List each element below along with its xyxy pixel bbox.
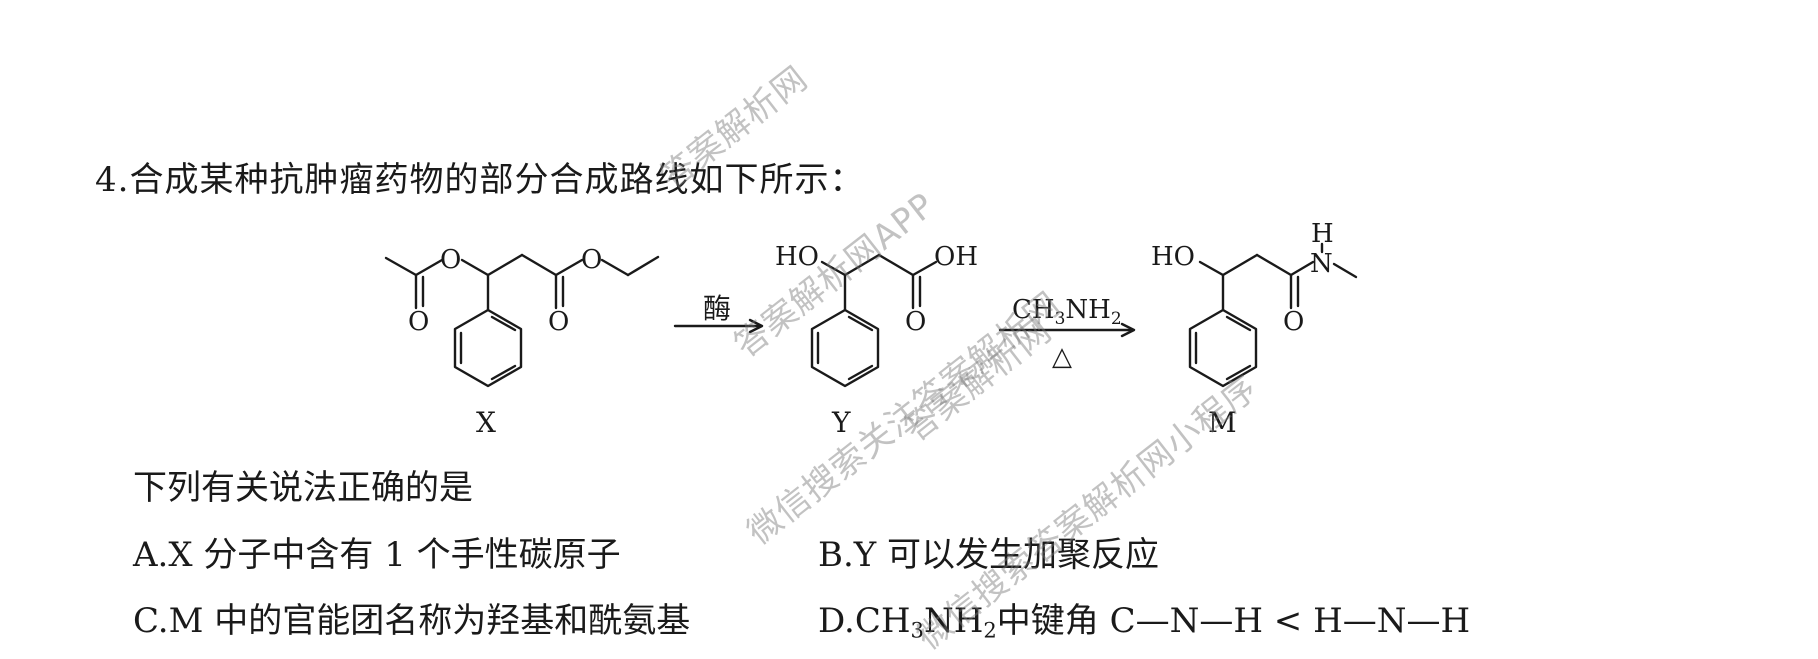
option-a: A.X 分子中含有 1 个手性碳原子 xyxy=(133,527,621,576)
reagent-enzyme: 酶 xyxy=(703,292,731,325)
x-atom-o4: O xyxy=(581,245,602,275)
question-prompt: 下列有关说法正确的是 xyxy=(133,468,473,508)
question-title: 4.合成某种抗肿瘤药物的部分合成路线如下所示： xyxy=(95,160,865,200)
compound-x-label: X xyxy=(476,406,496,439)
reagent-methylamine: CH3NH2 xyxy=(1012,295,1122,329)
option-c-label: C. xyxy=(133,601,169,641)
option-c: C.M 中的官能团名称为羟基和酰氨基 xyxy=(133,593,690,642)
m-atom-o: O xyxy=(1283,307,1304,337)
option-a-text: X 分子中含有 1 个手性碳原子 xyxy=(168,535,621,575)
m-atom-ho: HO xyxy=(1151,242,1195,272)
y-atom-ho: HO xyxy=(775,242,819,272)
option-b: B.Y 可以发生加聚反应 xyxy=(818,527,1159,576)
option-d-formula: CH3NH2 xyxy=(854,601,997,643)
compound-y-label: Y xyxy=(831,406,851,439)
reaction-scheme: O O O O X 酶 HO OH O Y CH3NH2 △ HO H N O … xyxy=(384,219,1358,439)
y-atom-oh: OH xyxy=(934,242,978,272)
x-atom-o1: O xyxy=(440,245,461,275)
x-atom-o3: O xyxy=(548,307,569,337)
option-d: D.CH3NH2中键角 C—N—H < H—N—H xyxy=(818,593,1470,642)
compound-x-structure xyxy=(384,253,660,388)
compound-m-label: M xyxy=(1208,406,1237,439)
heat-condition: △ xyxy=(1052,342,1072,372)
y-atom-o: O xyxy=(905,307,926,337)
option-a-label: A. xyxy=(133,535,169,575)
m-atom-h: H xyxy=(1311,219,1334,249)
compound-y-structure xyxy=(810,253,938,388)
x-atom-o2: O xyxy=(408,307,429,337)
m-atom-n: N xyxy=(1310,249,1333,279)
option-d-label: D. xyxy=(818,601,855,641)
compound-m-structure xyxy=(1188,242,1358,388)
option-d-text: 中键角 C—N—H < H—N—H xyxy=(996,601,1471,641)
option-b-text: Y 可以发生加聚反应 xyxy=(853,535,1160,575)
option-b-label: B. xyxy=(818,535,854,575)
option-c-text: M 中的官能团名称为羟基和酰氨基 xyxy=(168,601,691,641)
